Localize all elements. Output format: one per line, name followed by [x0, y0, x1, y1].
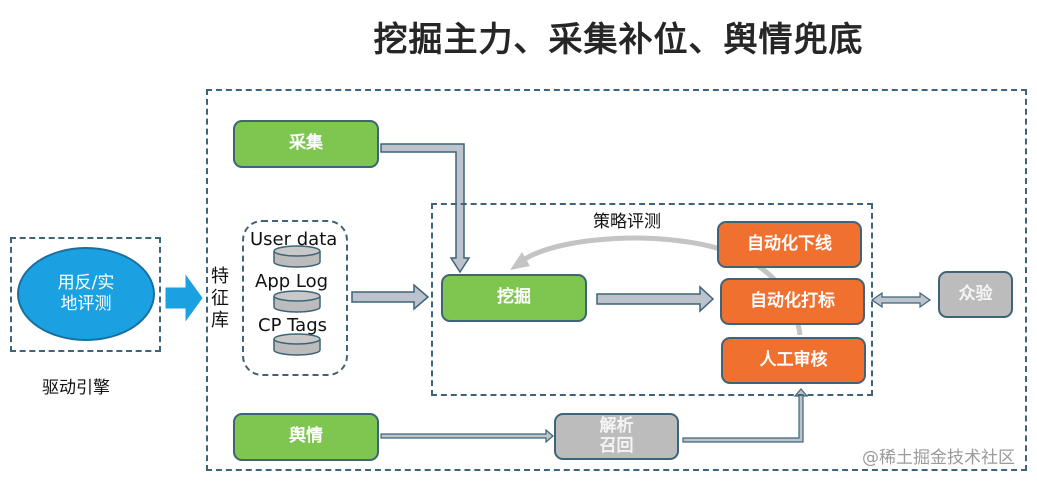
mining-node[interactable]: 挖掘: [441, 274, 587, 322]
watermark: @稀土掘金技术社区: [862, 448, 1015, 468]
driver-ellipse[interactable]: 用反/实 地评测: [17, 247, 155, 341]
feature-item-user-data: User data: [250, 229, 338, 250]
parse-recall-line1: 解析: [599, 415, 634, 436]
auto-tagging-node[interactable]: 自动化打标: [720, 278, 865, 325]
parse-recall-node[interactable]: 解析 召回: [554, 413, 679, 460]
database-icon: [273, 333, 321, 356]
feature-to-mining-arrow: [351, 283, 430, 311]
collect-node[interactable]: 采集: [233, 120, 379, 168]
parse-to-review-arrow: [682, 388, 809, 443]
driver-region: [10, 237, 161, 352]
driver-caption: 驱动引擎: [42, 378, 110, 398]
feature-library-group: [242, 220, 348, 376]
diagram-title: 挖掘主力、采集补位、舆情兜底: [373, 20, 864, 60]
strategy-eval-label: 策略评测: [593, 212, 661, 232]
crowd-bidirectional-arrow: [870, 291, 932, 309]
manual-review-node[interactable]: 人工审核: [721, 337, 866, 384]
feature-item-cp-tags: CP Tags: [258, 315, 327, 336]
parse-recall-line2: 召回: [599, 435, 634, 456]
database-icon: [273, 245, 321, 268]
feature-item-app-log: App Log: [255, 271, 329, 292]
feature-library-label: 特征库: [211, 266, 229, 331]
main-region: [206, 89, 1027, 471]
driver-label-line1: 用反/实: [57, 272, 115, 293]
public-opinion-node[interactable]: 舆情: [233, 413, 379, 461]
auto-offline-node[interactable]: 自动化下线: [717, 221, 862, 268]
driver-label-line2: 地评测: [60, 294, 112, 314]
strategy-eval-region: [431, 203, 873, 396]
crowd-test-node[interactable]: 众验: [938, 271, 1013, 318]
feedback-arrowhead: [510, 252, 530, 270]
mining-to-outcomes-arrow: [596, 285, 715, 313]
opinion-to-parse-arrow: [380, 428, 554, 444]
collect-to-mining-arrow: [380, 143, 471, 274]
database-icon: [273, 290, 321, 313]
driver-arrow: [165, 274, 203, 322]
